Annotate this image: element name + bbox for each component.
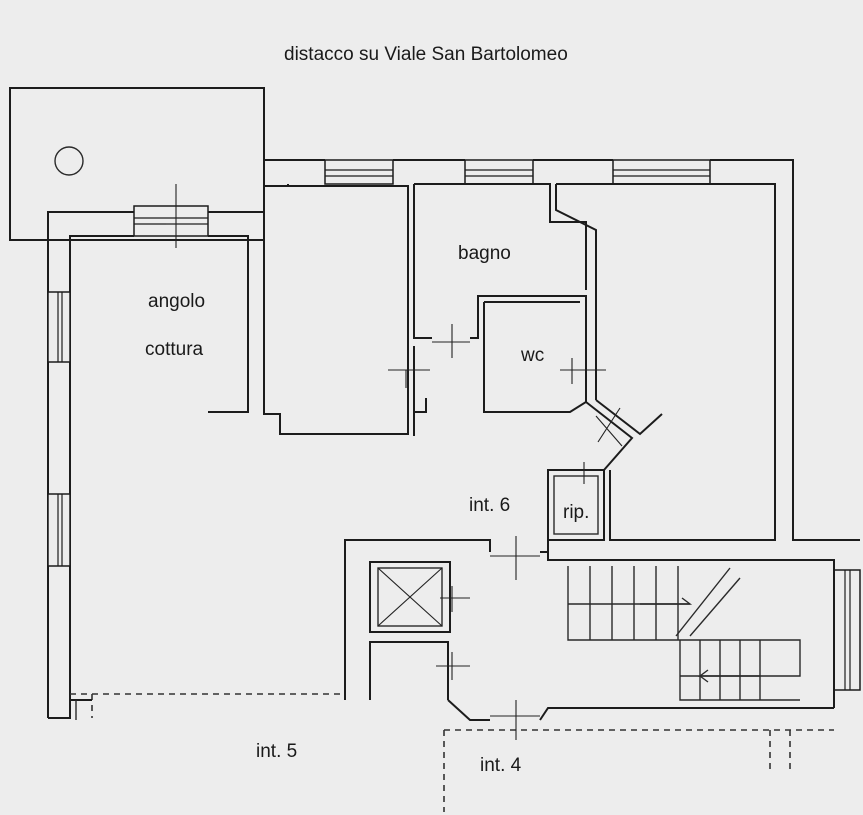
boundary-lines (48, 693, 834, 812)
room-label-kitchen-line2: cottura (145, 339, 204, 360)
room-label-storage: rip. (563, 502, 590, 523)
door-markers (166, 184, 623, 740)
unit-label-int5: int. 5 (256, 741, 298, 762)
unit-label-int4: int. 4 (480, 755, 522, 776)
windows (47, 159, 861, 691)
stair-core (344, 539, 835, 721)
drain-circle (54, 146, 84, 176)
page-title: distacco su Viale San Bartolomeo (284, 44, 568, 65)
room-label-bathroom: bagno (458, 243, 511, 264)
room-label-kitchen-line1: angolo (148, 291, 206, 312)
inner-walls (263, 183, 776, 541)
room-label-wc: wc (521, 345, 545, 366)
outer-walls (47, 159, 860, 718)
unit-label-int6: int. 6 (469, 495, 511, 516)
